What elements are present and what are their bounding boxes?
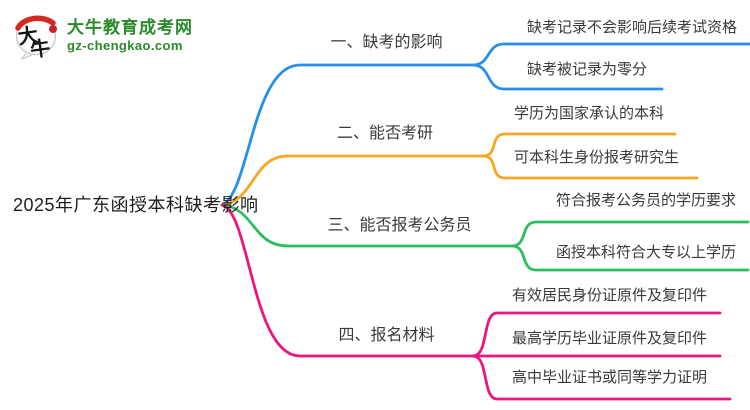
branch4-child-2: 最高学历毕业证原件及复印件 xyxy=(512,330,708,347)
branch2-main-line xyxy=(220,154,485,207)
branch4-main-line xyxy=(220,203,475,358)
branch2-child-2: 可本科生身份报考研究生 xyxy=(514,149,680,166)
red-seal xyxy=(49,25,57,33)
logo-title: 大牛教育成考网 xyxy=(67,17,193,37)
branch1-child-1: 缺考记录不会影响后续考试资格 xyxy=(527,19,738,36)
branch1-main-line xyxy=(220,63,475,207)
root-topic: 2025年广东函授本科缺考影响 xyxy=(13,195,259,215)
branch-node-4: 四、报名材料 xyxy=(338,327,435,344)
branch4-child-3: 高中毕业证书或同等学力证明 xyxy=(512,369,708,386)
branch4-child3-line xyxy=(471,354,732,401)
logo-subtitle: gz-chengkao.com xyxy=(67,37,183,53)
branch1-child-2: 缺考被记录为零分 xyxy=(527,61,648,78)
branch3-child-1: 符合报考公务员的学历要求 xyxy=(556,192,737,209)
branch-node-3: 三、能否报考公务员 xyxy=(327,217,472,234)
daniu-bull-logo-icon: 大 牛 xyxy=(15,15,57,60)
branch3-child1-line xyxy=(510,220,750,248)
red-arc xyxy=(15,15,56,31)
branch-node-1: 一、缺考的影响 xyxy=(330,34,443,51)
logo-char-da: 大 xyxy=(16,22,39,49)
branch3-main-line xyxy=(220,203,514,248)
branch4-lines xyxy=(220,203,732,401)
branch3-child-2: 函授本科符合大专以上学历 xyxy=(556,244,737,261)
logo-text-block: 大牛教育成考网 gz-chengkao.com xyxy=(67,18,193,53)
branch1-lines xyxy=(220,42,750,207)
branch2-lines xyxy=(220,132,699,207)
branch2-child2-line xyxy=(481,154,699,180)
site-logo[interactable]: 大 牛 大牛教育成考网 gz-chengkao.com xyxy=(12,10,193,60)
branch4-child1-line xyxy=(471,311,722,358)
branch4-child-1: 有效居民身份证原件及复印件 xyxy=(512,287,708,304)
branch3-lines xyxy=(220,203,750,272)
branch1-child2-line xyxy=(471,63,664,91)
branch2-child-1: 学历为国家承认的本科 xyxy=(514,105,665,122)
branch-node-2: 二、能否考研 xyxy=(336,125,433,142)
branch3-child2-line xyxy=(510,244,750,272)
logo-char-niu: 牛 xyxy=(29,35,52,60)
